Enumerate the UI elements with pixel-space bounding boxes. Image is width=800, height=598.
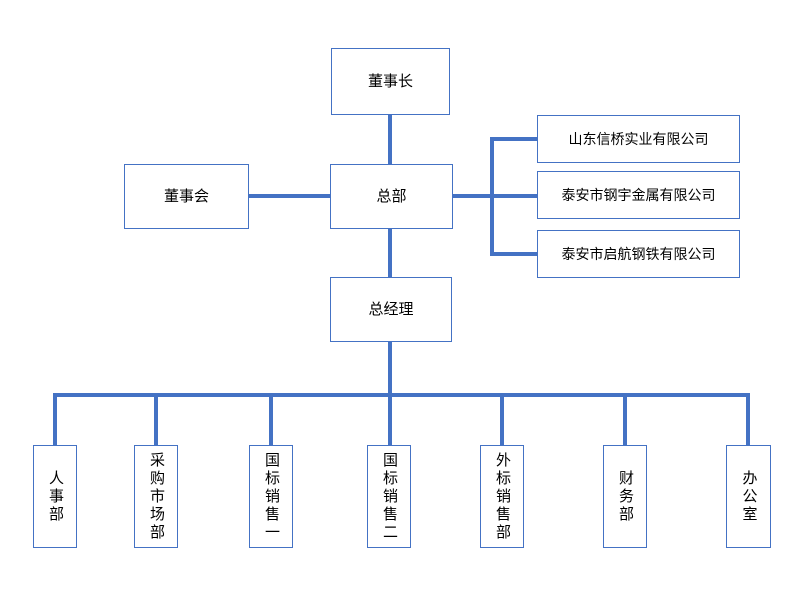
node-dept-hr[interactable]: 人事部 <box>33 445 77 548</box>
node-dept-procurement-market-label: 采购市场部 <box>148 451 165 542</box>
connector-drop-dept-2 <box>154 393 158 445</box>
node-dept-hr-label: 人事部 <box>47 469 64 524</box>
node-dept-finance[interactable]: 财务部 <box>603 445 647 548</box>
node-board-label: 董事会 <box>163 187 209 205</box>
node-dept-finance-label: 财务部 <box>617 469 634 524</box>
node-dept-national-sales-2[interactable]: 国标销售二 <box>367 445 411 548</box>
connector-drop-dept-1 <box>53 393 57 445</box>
connector-departments-bus <box>53 393 750 397</box>
connector-hq-gm <box>388 229 392 277</box>
node-dept-procurement-market[interactable]: 采购市场部 <box>134 445 178 548</box>
connector-hq-subsidiary-3 <box>490 252 537 256</box>
node-general-manager[interactable]: 总经理 <box>330 277 452 342</box>
node-subsidiary-1-label: 山东信桥实业有限公司 <box>568 130 709 147</box>
connector-subsidiaries-spine <box>490 137 494 256</box>
connector-drop-dept-5 <box>500 393 504 445</box>
node-subsidiary-2[interactable]: 泰安市钢宇金属有限公司 <box>537 171 740 219</box>
node-dept-external-sales[interactable]: 外标销售部 <box>480 445 524 548</box>
node-dept-external-sales-label: 外标销售部 <box>494 451 511 542</box>
node-subsidiary-3-label: 泰安市启航钢铁有限公司 <box>561 245 716 262</box>
node-chairman[interactable]: 董事长 <box>331 48 450 115</box>
connector-drop-dept-6 <box>623 393 627 445</box>
node-dept-office[interactable]: 办公室 <box>726 445 771 548</box>
node-dept-national-sales-1[interactable]: 国标销售一 <box>249 445 293 548</box>
node-subsidiary-3[interactable]: 泰安市启航钢铁有限公司 <box>537 230 740 278</box>
node-headquarters-label: 总部 <box>376 187 407 205</box>
node-subsidiary-1[interactable]: 山东信桥实业有限公司 <box>537 115 740 163</box>
node-general-manager-label: 总经理 <box>368 300 414 318</box>
connector-chairman-hq <box>388 115 392 164</box>
connector-drop-dept-7 <box>746 393 750 445</box>
node-dept-national-sales-2-label: 国标销售二 <box>381 451 398 542</box>
node-subsidiary-2-label: 泰安市钢宇金属有限公司 <box>561 186 716 203</box>
node-dept-office-label: 办公室 <box>740 469 758 524</box>
node-chairman-label: 董事长 <box>367 72 413 90</box>
connector-hq-subsidiary-1 <box>490 137 537 141</box>
connector-board-hq <box>249 194 330 198</box>
connector-hq-subsidiary-2 <box>453 194 537 198</box>
connector-drop-dept-3 <box>269 393 273 445</box>
node-board[interactable]: 董事会 <box>124 164 249 229</box>
node-dept-national-sales-1-label: 国标销售一 <box>263 451 280 542</box>
node-headquarters[interactable]: 总部 <box>330 164 453 229</box>
